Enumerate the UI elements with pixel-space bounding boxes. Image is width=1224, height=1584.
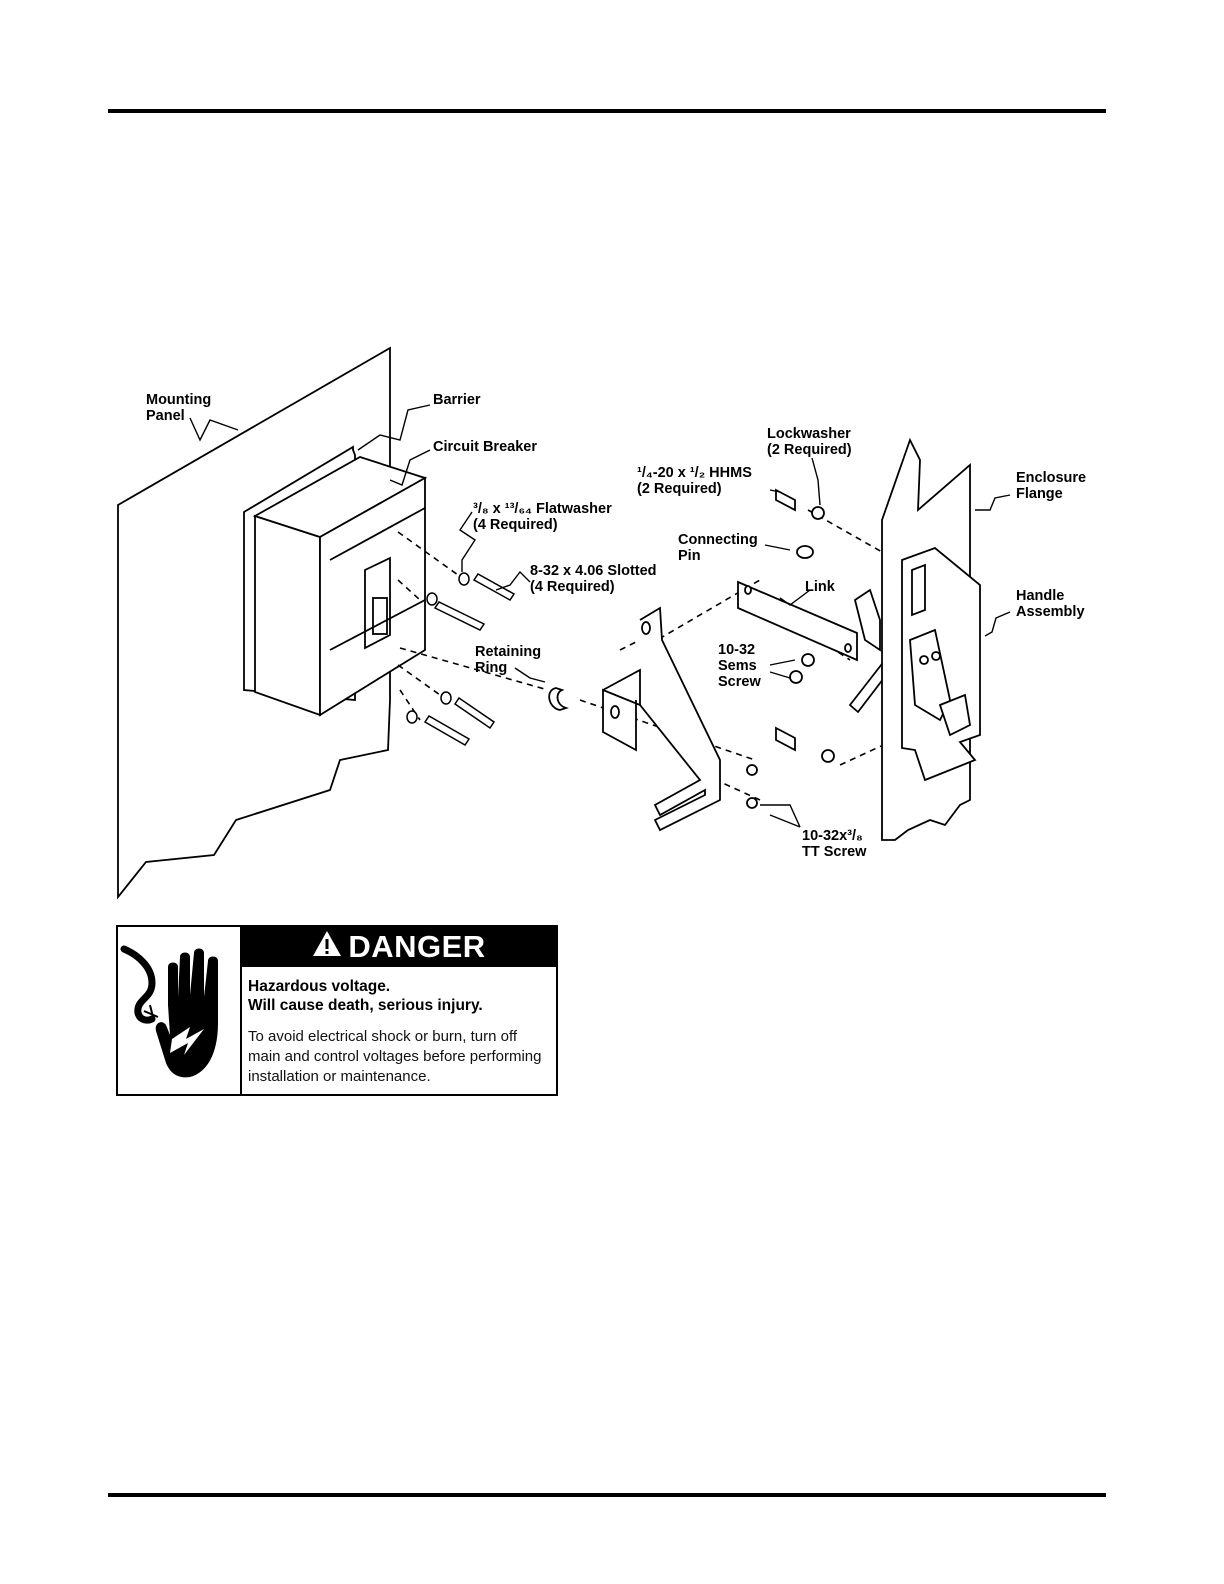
label-lockwasher: Lockwasher (2 Required) (767, 426, 855, 458)
label-flatwasher: ³/₈ x ¹³/₆₄ Flatwasher (4 Required) (473, 501, 616, 533)
circuit-breaker-front (254, 514, 321, 717)
retaining-ring (548, 687, 569, 711)
danger-body-text: To avoid electrical shock or burn, turn … (248, 1028, 542, 1085)
bottom-rule (108, 1493, 1106, 1497)
label-handle-assembly: Handle Assembly (1016, 588, 1085, 620)
danger-title: DANGER (348, 929, 486, 964)
link (737, 580, 858, 662)
danger-header: DANGER (242, 927, 556, 967)
label-tt-screw: 10-32x³/₈ TT Screw (802, 828, 867, 860)
label-connecting-pin: Connecting Pin (678, 532, 762, 564)
label-link: Link (805, 579, 836, 595)
label-circuit-breaker: Circuit Breaker (433, 439, 537, 455)
label-sems-screw: 10-32 Sems Screw (718, 642, 761, 690)
danger-label: DANGER Hazardous voltage. Will cause dea… (116, 925, 558, 1096)
label-enclosure-flange: Enclosure Flange (1016, 470, 1090, 502)
label-hhms: ¹/₄-20 x ¹/₂ HHMS (2 Required) (637, 465, 756, 497)
electric-shock-hand-icon (118, 927, 242, 1094)
label-mounting-panel: Mounting Panel (146, 392, 215, 424)
connecting-pin (796, 545, 814, 559)
bracket (602, 606, 721, 832)
danger-line-1: Hazardous voltage. (248, 978, 391, 995)
label-slotted-screw: 8-32 x 4.06 Slotted (4 Required) (530, 563, 661, 595)
label-barrier: Barrier (433, 392, 481, 408)
label-retaining-ring: Retaining Ring (475, 644, 545, 676)
warning-triangle-icon (312, 929, 342, 965)
top-rule (108, 109, 1106, 113)
danger-line-2: Will cause death, serious injury. (248, 997, 483, 1014)
